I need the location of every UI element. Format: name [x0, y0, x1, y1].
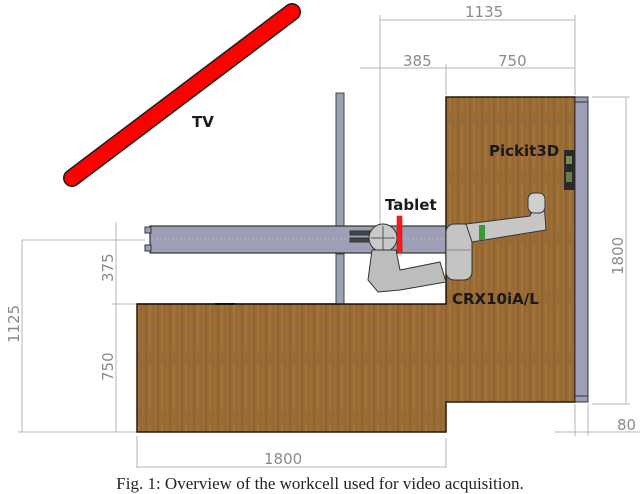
dim-right-height: 1800 — [609, 237, 627, 275]
figure-caption: Fig. 1: Overview of the workcell used fo… — [116, 474, 524, 493]
dim-top-left: 385 — [403, 52, 432, 70]
dim-bottom-width: 1800 — [264, 450, 302, 468]
side-panel — [574, 96, 589, 403]
tablet — [396, 215, 403, 254]
dim-left-lower: 750 — [99, 352, 117, 381]
robot-arm — [349, 192, 547, 293]
robot-label: CRX10iA/L — [452, 290, 539, 308]
horizontal-beam — [144, 225, 451, 254]
pickit3d-label: Pickit3D — [489, 142, 559, 160]
dim-top-total: 1135 — [465, 3, 503, 21]
pickit3d-camera — [564, 150, 575, 190]
tablet-label: Tablet — [385, 196, 437, 214]
dim-right-offset: 80 — [617, 416, 636, 434]
dim-top-right: 750 — [498, 52, 527, 70]
dim-left-total: 1125 — [5, 305, 23, 343]
tv — [63, 3, 301, 187]
tv-label: TV — [192, 113, 214, 131]
dim-left-upper: 375 — [99, 253, 117, 282]
dimension-lines — [18, 15, 640, 468]
